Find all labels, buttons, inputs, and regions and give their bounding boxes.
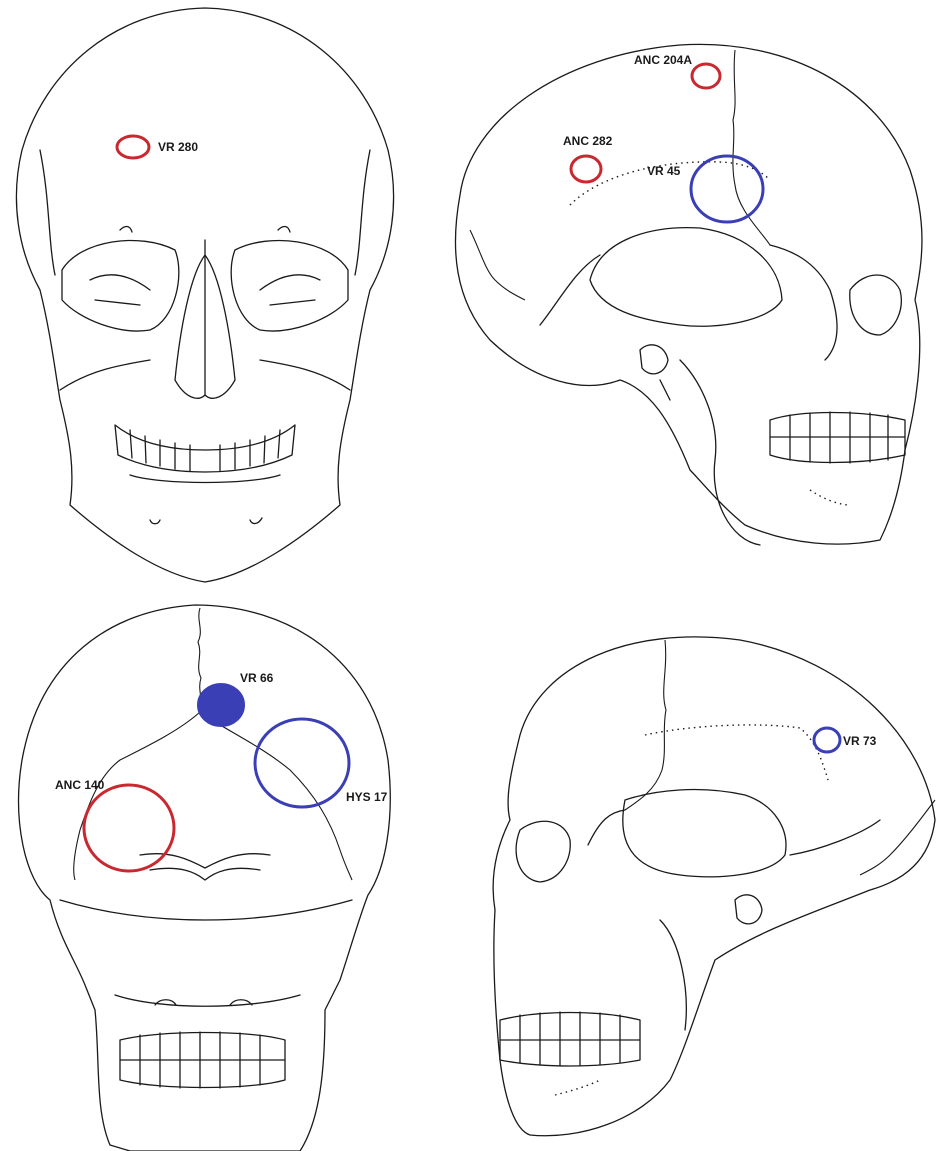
right-lateral-view bbox=[455, 44, 922, 545]
lesion-marker-anc-204a bbox=[692, 64, 720, 88]
lesion-label-vr-280: VR 280 bbox=[158, 140, 198, 154]
lesion-label-anc-140: ANC 140 bbox=[55, 778, 105, 792]
lesion-marker-anc-282 bbox=[571, 156, 601, 182]
left-coronal-suture bbox=[625, 640, 666, 810]
posterior-view bbox=[19, 605, 391, 1151]
right-lateral-skull-outline bbox=[455, 44, 922, 544]
lesion-label-anc-204a: ANC 204A bbox=[634, 53, 692, 67]
lambdoid-suture-right bbox=[200, 712, 352, 880]
lesion-markers: VR 280 ANC 204A ANC 282 VR 45 VR 66 HYS 17 ANC… bbox=[55, 53, 877, 871]
lesion-label-vr-66: VR 66 bbox=[240, 671, 274, 685]
lesion-marker-hys-17 bbox=[255, 719, 349, 807]
lesion-marker-anc-140 bbox=[84, 785, 174, 871]
lesion-label-anc-282: ANC 282 bbox=[563, 134, 613, 148]
lesion-marker-vr-66 bbox=[198, 684, 244, 726]
left-orbit bbox=[231, 240, 348, 330]
left-lateral-view bbox=[493, 637, 935, 1136]
frontal-view bbox=[16, 8, 393, 582]
left-lateral-orbit bbox=[516, 821, 570, 882]
lesion-label-vr-45: VR 45 bbox=[647, 164, 681, 178]
left-lateral-teeth bbox=[500, 1013, 640, 1067]
lesion-label-vr-73: VR 73 bbox=[843, 734, 877, 748]
lesion-label-hys-17: HYS 17 bbox=[346, 790, 388, 804]
lesion-marker-vr-73 bbox=[814, 728, 840, 752]
right-orbit bbox=[62, 240, 179, 330]
lesion-marker-vr-280 bbox=[117, 136, 149, 158]
right-lateral-orbit bbox=[850, 275, 902, 335]
lesion-marker-vr-45 bbox=[691, 156, 763, 222]
coronal-suture bbox=[733, 50, 770, 245]
frontal-upper-teeth bbox=[115, 425, 295, 472]
